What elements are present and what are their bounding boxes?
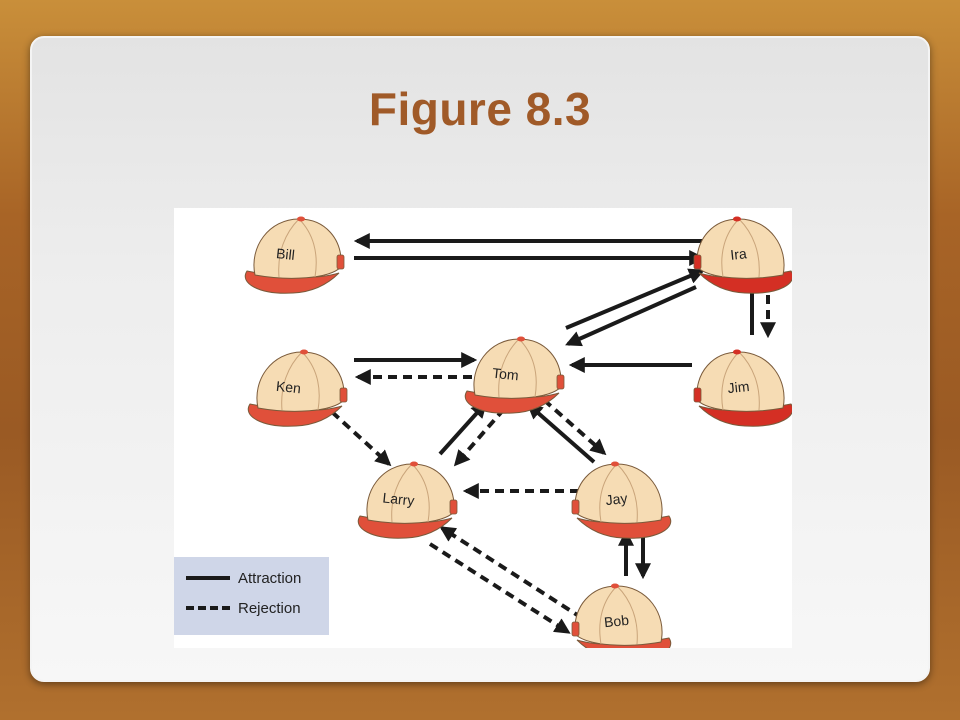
- edge-jay-to-tom-attraction: [526, 402, 596, 464]
- cap-seam: [599, 585, 638, 645]
- edge-ken-to-larry-rejection: [330, 410, 392, 467]
- edge-tom-to-ira-attraction: [565, 268, 705, 330]
- cap-crown: [366, 463, 455, 524]
- cap-strap: [571, 499, 580, 515]
- edge-tom-to-larry-rejection: [453, 407, 506, 467]
- edge-larry-to-tom-attraction: [438, 401, 488, 456]
- cap-node-jay: [571, 461, 672, 539]
- cap-node-jim: [693, 349, 792, 427]
- cap-button: [733, 216, 741, 222]
- edge-larry-to-bob-rejection: [428, 542, 571, 634]
- cap-label-ken: Ken: [275, 378, 301, 397]
- cap-strap: [449, 499, 458, 515]
- cap-label-ira: Ira: [730, 245, 748, 263]
- cap-crown: [696, 218, 785, 279]
- cap-node-larry: [357, 461, 458, 539]
- cap-strap: [336, 254, 345, 270]
- cap-seam: [721, 351, 760, 411]
- cap-strap: [571, 621, 580, 637]
- legend-rejection: Rejection: [186, 598, 301, 618]
- edge-ira-to-tom-attraction: [565, 285, 697, 347]
- cap-button: [297, 216, 305, 222]
- cap-label-larry: Larry: [382, 489, 415, 508]
- cap-button: [611, 583, 619, 589]
- cap-label-jim: Jim: [727, 378, 750, 396]
- cap-seam: [278, 218, 317, 278]
- cap-node-bob: [571, 583, 672, 648]
- cap-seam: [721, 218, 760, 278]
- cap-seam: [599, 463, 638, 523]
- cap-node-tom: [464, 336, 565, 414]
- cap-button: [733, 349, 741, 355]
- cap-label-bob: Bob: [603, 612, 630, 631]
- cap-crown: [696, 351, 785, 412]
- cap-crown: [574, 585, 663, 646]
- cap-crown: [253, 218, 342, 279]
- cap-crown: [473, 338, 562, 399]
- cap-label-tom: Tom: [492, 365, 520, 384]
- cap-label-bill: Bill: [275, 245, 295, 263]
- cap-button: [410, 461, 418, 467]
- edge-tom-to-jay-rejection: [542, 398, 607, 456]
- cap-seam: [281, 351, 320, 411]
- solid-line-swatch: [186, 576, 230, 580]
- legend: Attraction Rejection: [174, 557, 329, 635]
- cap-button: [611, 461, 619, 467]
- legend-rejection-label: Rejection: [238, 599, 301, 617]
- cap-seam: [391, 463, 430, 523]
- cap-button: [300, 349, 308, 355]
- cap-strap: [556, 374, 565, 390]
- cap-button: [517, 336, 525, 342]
- cap-strap: [339, 387, 348, 403]
- cap-crown: [256, 351, 345, 412]
- cap-node-bill: [244, 216, 345, 294]
- cap-node-ira: [693, 216, 792, 294]
- cap-strap: [693, 387, 702, 403]
- slide-title: Figure 8.3: [368, 83, 592, 135]
- edge-bob-to-larry-rejection: [439, 526, 584, 620]
- cap-node-ken: [247, 349, 348, 427]
- cap-label-jay: Jay: [605, 490, 628, 508]
- legend-attraction: Attraction: [186, 568, 301, 588]
- edges-layer: [330, 233, 776, 634]
- cap-crown: [574, 463, 663, 524]
- cap-strap: [693, 254, 702, 270]
- cap-seam: [498, 338, 537, 398]
- dashed-line-swatch: [186, 606, 230, 610]
- legend-attraction-label: Attraction: [238, 569, 302, 587]
